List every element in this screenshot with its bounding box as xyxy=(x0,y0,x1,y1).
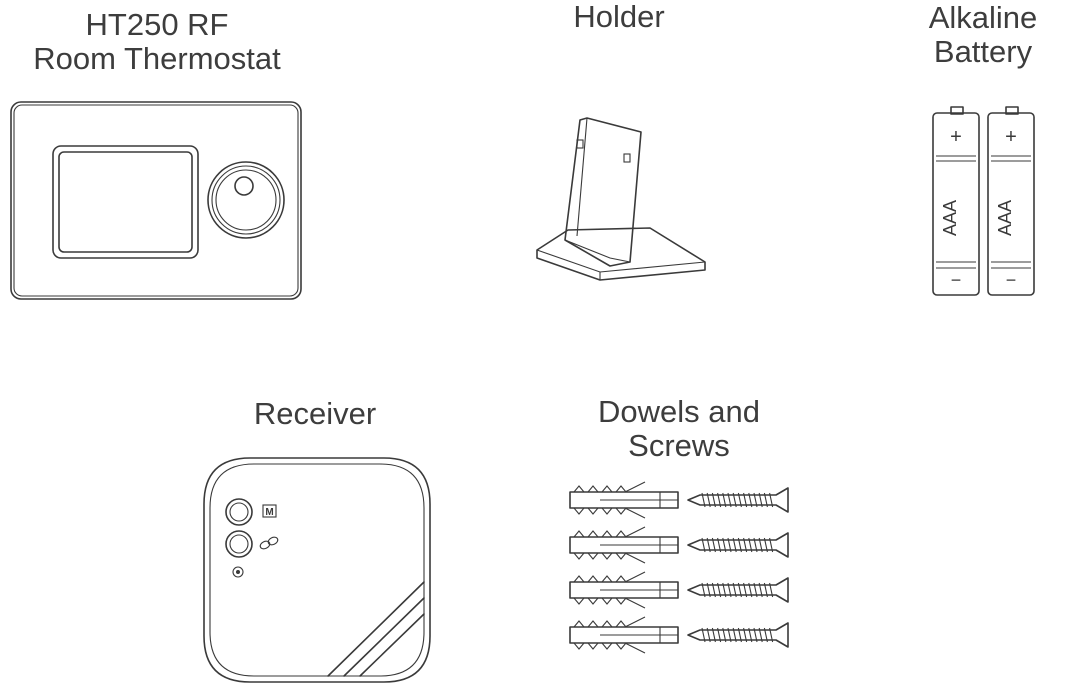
battery-label: Alkaline Battery xyxy=(929,1,1038,69)
battery-2-minus: − xyxy=(1006,270,1017,290)
dowels-label-line2: Screws xyxy=(628,428,730,463)
dowel xyxy=(569,526,679,564)
dowel-screw-pair xyxy=(569,616,789,654)
link-icon xyxy=(259,536,279,550)
receiver-label-line1: Receiver xyxy=(253,396,377,431)
holder-label-line1: Holder xyxy=(573,0,665,34)
dowels-label-line1: Dowels and xyxy=(598,394,760,429)
battery-label-line1: Alkaline xyxy=(928,0,1038,35)
battery-2-plus: + xyxy=(1005,126,1017,148)
dowel xyxy=(569,481,679,519)
battery-1-type: AAA xyxy=(940,200,960,236)
thermostat-label-line1: HT250 RF xyxy=(85,7,229,42)
dowel xyxy=(569,616,679,654)
dowel-screw-pair xyxy=(569,481,789,519)
thermostat-label-line2: Room Thermostat xyxy=(33,41,281,76)
battery-label-line2: Battery xyxy=(933,34,1033,69)
dowels-label: Dowels and Screws xyxy=(598,395,760,463)
thermostat-label: HT250 RF Room Thermostat xyxy=(33,8,281,76)
dowel-screw-pair xyxy=(569,526,789,564)
battery-cell-2: + AAA − xyxy=(987,106,1035,296)
screw xyxy=(687,622,789,648)
receiver-label: Receiver xyxy=(254,397,376,431)
battery-1-plus: + xyxy=(950,126,962,148)
screw xyxy=(687,532,789,558)
battery-cell-1: + AAA − xyxy=(932,106,980,296)
battery-1-minus: − xyxy=(951,270,962,290)
holder-label: Holder xyxy=(573,0,664,34)
screw xyxy=(687,487,789,513)
dowel-screw-pair xyxy=(569,571,789,609)
battery-2-type: AAA xyxy=(995,200,1015,236)
receiver-m-button-label: M xyxy=(265,507,273,518)
screw xyxy=(687,577,789,603)
dowel xyxy=(569,571,679,609)
